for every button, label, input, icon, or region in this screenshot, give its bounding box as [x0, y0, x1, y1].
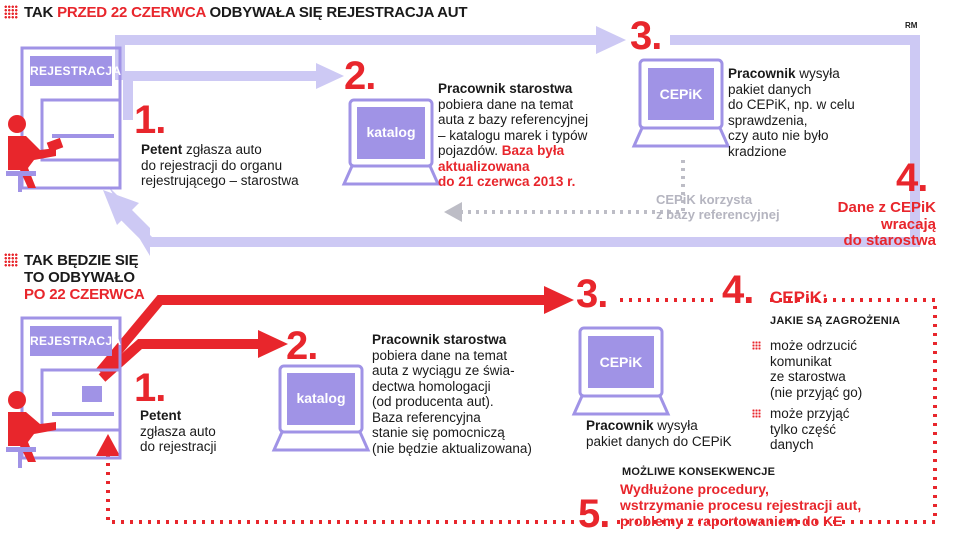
red-arrow-to-katalog: [98, 339, 260, 382]
s2-step4-number: 4.: [722, 268, 754, 312]
red-arrowhead-katalog: [258, 330, 288, 358]
cepik-screen-label-1: CEPiK: [659, 86, 703, 102]
credit-label: RM: [905, 21, 918, 30]
step1-text: Petent zgłasza auto do rejestracji do or…: [141, 142, 299, 188]
katalog-screen-label-1: katalog: [366, 124, 416, 140]
threat-bullet-2: może przyjąć tylko część danych: [752, 406, 922, 453]
s2-step1-text: Petent zgłasza auto do rejestracji: [140, 408, 217, 454]
booth-1-label: REJESTRACJA: [30, 64, 122, 78]
red-dotted-loop: [106, 298, 937, 524]
s2-step5-number: 5.: [578, 492, 610, 536]
step4-text: Dane z CEPiK wracają do starostwa: [837, 199, 936, 249]
cepik-reference-note: CEPiK korzysta z bazy referencyjnej: [656, 192, 780, 222]
loop-return-path: [148, 35, 920, 247]
section1-title: TAK PRZED 22 CZERWCA ODBYWAŁA SIĘ REJEST…: [4, 4, 468, 21]
s2-step3-text: Pracownik wysyła pakiet danych do CEPiK: [586, 418, 732, 449]
step3-text: Pracownik wysyła pakiet danych do CEPiK,…: [728, 66, 855, 159]
cepik-dotted-arrow: [462, 160, 685, 214]
loop-arrowhead-return-tip: [103, 190, 139, 225]
cepik-screen-label-2: CEPiK: [599, 354, 643, 370]
step3-number: 3.: [630, 14, 662, 58]
cepik-dotted-arrowhead: [444, 202, 462, 222]
bullet-icon: [752, 409, 761, 418]
s2-step5-label: MOŻLIWE KONSEKWENCJE: [622, 466, 776, 478]
s2-step4-title: CEPiK:: [770, 288, 828, 307]
loop-arrow-to-katalog: [123, 71, 318, 120]
s2-step5-text: Wydłużone procedury, wstrzymanie procesu…: [620, 481, 862, 529]
red-arrowhead-cepik: [544, 286, 574, 314]
loop-arrowhead-katalog: [316, 63, 344, 89]
s2-step2-number: 2.: [286, 324, 318, 368]
loop-arrowhead-top: [596, 26, 626, 54]
section2-title: TAK BĘDZIE SIĘ TO ODBYWAŁO PO 22 CZERWCA: [4, 252, 145, 303]
s2-step3-number: 3.: [576, 272, 608, 316]
dot-grid-icon: [4, 5, 18, 19]
booth-2-label: REJESTRACJA: [30, 334, 122, 348]
step4-number: 4.: [896, 156, 928, 200]
katalog-screen-label-2: katalog: [296, 390, 346, 406]
threat-bullet-1: może odrzucić komunikat ze starostwa (ni…: [752, 338, 922, 400]
s2-step1-number: 1.: [134, 366, 166, 410]
s2-step4-subtitle: JAKIE SĄ ZAGROŻENIA: [770, 315, 901, 327]
red-dotted-arrowhead: [96, 434, 120, 456]
step2-text: Pracownik starostwa pobiera dane na tema…: [438, 81, 589, 189]
step2-number: 2.: [344, 54, 376, 98]
dot-grid-icon: [4, 253, 18, 267]
step1-number: 1.: [134, 98, 166, 142]
s2-step2-text: Pracownik starostwa pobiera dane na tema…: [372, 332, 532, 456]
bullet-icon: [752, 341, 761, 350]
